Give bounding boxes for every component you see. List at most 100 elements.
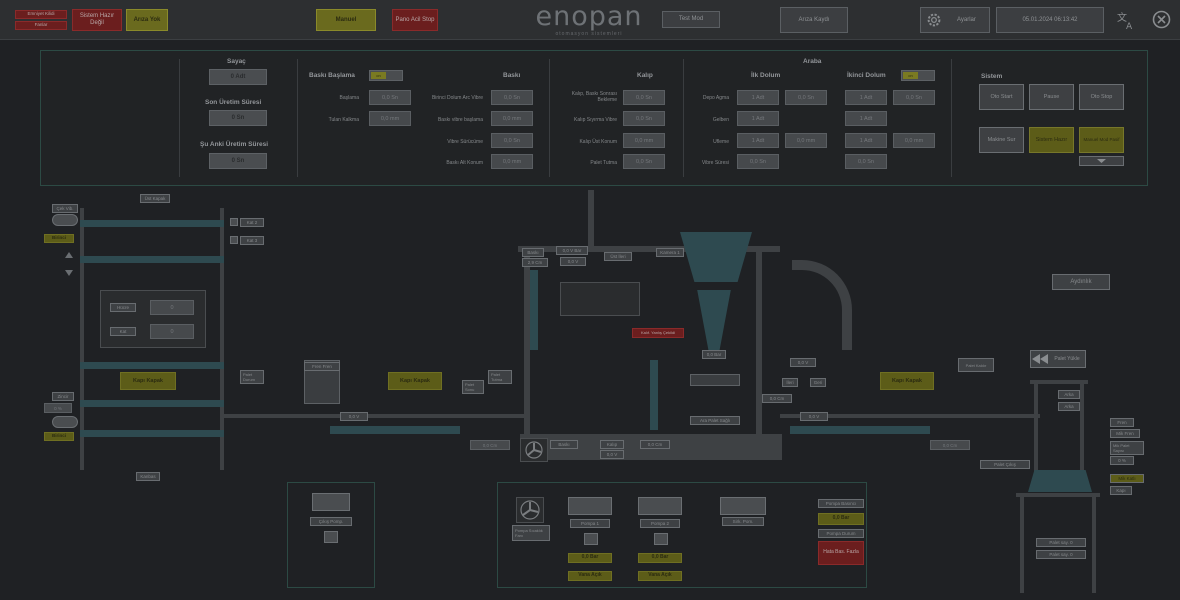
press-bottom-value[interactable]: 0,0 mm: [491, 154, 533, 169]
cart-value[interactable]: 0,0 Sn: [785, 90, 827, 105]
press-column: [756, 252, 762, 442]
enopan-logo: enopan otomasyon sistemleri: [528, 3, 650, 38]
settings-label: Ayarlar: [957, 16, 976, 23]
pump-1-label: Pompa 1: [570, 519, 610, 528]
tulan-lift-value[interactable]: 0,0 mm: [369, 111, 411, 126]
test-mode-button[interactable]: Test Mod: [662, 11, 720, 28]
right-conveyor-dist: 0,0 Cm: [930, 440, 970, 450]
manual-button[interactable]: Manuel: [316, 9, 376, 31]
pump-2-valve: Vana Açık: [638, 571, 682, 581]
auto-stop-button[interactable]: Oto Stop: [1079, 84, 1124, 110]
cart-value[interactable]: 1 Adt: [737, 133, 779, 148]
top-forward-tag: Üst İleri: [604, 252, 632, 261]
motor-icon: [52, 214, 78, 226]
bar-value: 0,0 V: [560, 257, 586, 266]
pause-button[interactable]: Pause: [1029, 84, 1074, 110]
fault-log-button[interactable]: Arıza Kaydı: [780, 7, 848, 33]
vibration-label: Çek Vib.: [52, 204, 78, 213]
settings-button[interactable]: Ayarlar: [920, 7, 990, 33]
alarm-emniyet[interactable]: Emniyet Kilidi: [15, 10, 67, 19]
press-start-toggle[interactable]: on: [369, 70, 403, 81]
cart-title: Araba: [803, 58, 822, 65]
pump-1-pressure: 0,0 Bar: [568, 553, 612, 563]
cart-value[interactable]: 0,0 Sn: [737, 154, 779, 169]
pallet-hold-tag: Palet Tutma: [488, 370, 512, 384]
motor-icon: [52, 416, 78, 428]
second-fill-toggle[interactable]: on: [901, 70, 935, 81]
mold-top-value[interactable]: 0,0 mm: [623, 133, 665, 148]
right-tag: Mik Fren: [1110, 429, 1140, 438]
press-start-value[interactable]: 0,0 Sn: [369, 90, 411, 105]
pallet-status-tag: Palet Durum: [240, 370, 264, 384]
right-tag: Kapı: [1110, 486, 1132, 495]
valve-icon: [324, 531, 338, 543]
cart-value[interactable]: 1 Adt: [845, 90, 887, 105]
down-arrow-icon[interactable]: [65, 270, 73, 276]
silo-shelf: [80, 220, 224, 227]
press-mold: [560, 282, 640, 316]
chevron-down-icon: [1097, 159, 1106, 163]
pallet-load-button[interactable]: Palet Yükle: [1030, 350, 1086, 368]
press-bottom-label: Baskı Alt Konum: [446, 160, 483, 166]
mold-strip-vibre-value[interactable]: 0,0 Sn: [623, 111, 665, 126]
press-title: Baskı: [503, 72, 521, 79]
main-conveyor: [224, 414, 524, 418]
forward-tag: İleri: [782, 378, 798, 387]
right-belt-speed: 0,0 V: [800, 412, 828, 421]
cart-value[interactable]: 1 Adt: [737, 90, 779, 105]
fan-icon: [525, 441, 543, 459]
parameter-panel: Sayaç 0 Adt Son Üretim Süresi 0 Sn Şu An…: [40, 50, 1148, 186]
cart-value[interactable]: 1 Adt: [737, 111, 779, 126]
pallet-hold-label: Palet Tutma: [590, 160, 617, 166]
up-arrow-icon[interactable]: [65, 252, 73, 258]
cart-value[interactable]: 1 Adt: [845, 111, 887, 126]
cart-value[interactable]: 0,0 Sn: [845, 154, 887, 169]
press-rod: [588, 190, 594, 250]
manual-mode-button[interactable]: Manuel Mod Pasif: [1079, 127, 1124, 153]
emergency-stop-button[interactable]: Pano Acil Stop: [392, 9, 438, 31]
back-tag: Arka: [1058, 390, 1080, 399]
direction-control[interactable]: [690, 374, 740, 386]
press-vibre-start-value[interactable]: 0,0 mm: [491, 111, 533, 126]
machine-sur-button[interactable]: Makine Sur: [979, 127, 1024, 153]
vibre-duration-value[interactable]: 0,0 Sn: [491, 133, 533, 148]
sensor-icon: [230, 218, 238, 226]
chain-label: Zincir: [52, 392, 74, 401]
cart-row-label-2: Gelben: [712, 117, 729, 123]
system-not-ready-button[interactable]: Sistem Hazır Değil: [72, 9, 122, 31]
cart-value[interactable]: 1 Adt: [845, 133, 887, 148]
mold-wait-value[interactable]: 0,0 Sn: [623, 90, 665, 105]
first-fill-vibre-value[interactable]: 0,0 Sn: [491, 90, 533, 105]
cell-value: 0: [150, 300, 194, 315]
auto-start-button[interactable]: Oto Start: [979, 84, 1024, 110]
cart-arm: [792, 260, 852, 350]
rewind-icon: [1032, 354, 1048, 364]
no-fault-button[interactable]: Arıza Yok: [126, 9, 168, 31]
silo-shelf: [80, 400, 224, 407]
stacker-bin: [1028, 470, 1092, 492]
pump-icon: [312, 493, 350, 511]
expand-button[interactable]: [1079, 156, 1124, 166]
lighting-button[interactable]: Aydınlık: [1052, 274, 1110, 290]
svg-text:A: A: [1126, 22, 1133, 30]
alarm-fanlar[interactable]: Fanlar: [15, 21, 67, 30]
close-icon[interactable]: [1151, 9, 1172, 30]
machine-diagram: Çek Vib. Birinci Üst Kapak Kat 2 Kat 3 H…: [0, 190, 1180, 495]
circulation-pump-icon: [720, 497, 766, 515]
stacker-base-beam: [1016, 493, 1100, 497]
cart-distance: 0,0 Cm: [640, 440, 670, 449]
mold-label: Kalıp: [600, 440, 624, 449]
system-ready-button[interactable]: Sistem Hazır: [1029, 127, 1074, 153]
cart-value[interactable]: 0,0 Sn: [893, 90, 935, 105]
stacker-frame: [1034, 380, 1038, 490]
datetime-display: 05.01.2024 06:13:42: [996, 7, 1104, 33]
intermediate-pallet-tag: Ara Palet Sağlı: [690, 416, 740, 425]
pallet-hold-value[interactable]: 0,0 Sn: [623, 154, 665, 169]
cart-value[interactable]: 0,0 mm: [785, 133, 827, 148]
second-fill-title: İkinci Dolum: [847, 72, 886, 79]
mold-strip-vibre-label: Kalıp Sıyırma Vibre: [574, 117, 617, 123]
counter-value: 0 Adt: [209, 69, 267, 85]
cart-value[interactable]: 0,0 mm: [893, 133, 935, 148]
bar-label: 0,0 V Bar: [556, 246, 588, 255]
